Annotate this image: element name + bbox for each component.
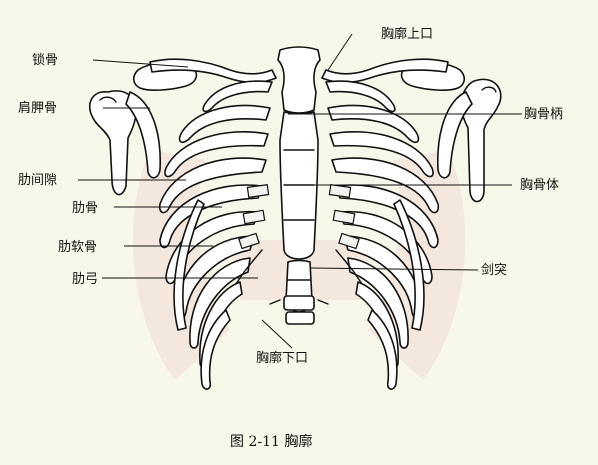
label-rib: 肋骨 bbox=[72, 201, 98, 216]
leader-lines bbox=[78, 33, 522, 349]
label-sternum-body: 胸骨体 bbox=[520, 178, 559, 193]
label-manubrium: 胸骨柄 bbox=[524, 107, 563, 122]
costal-cartilages bbox=[235, 183, 363, 285]
label-clavicle: 锁骨 bbox=[32, 52, 58, 68]
label-costal-cartilage: 肋软骨 bbox=[58, 240, 97, 255]
vertebrae bbox=[269, 295, 329, 325]
label-scapula: 肩胛骨 bbox=[18, 100, 57, 116]
sternum bbox=[277, 46, 321, 313]
labels: 锁骨 肩胛骨 肋间隙 肋骨 肋软骨 肋弓 胸廓上口 胸骨柄 胸骨体 剑突 胸廓下… bbox=[18, 26, 563, 366]
right-ribs bbox=[325, 80, 440, 390]
label-costal-arch: 肋弓 bbox=[72, 272, 98, 287]
manubrium-shape bbox=[277, 46, 321, 114]
label-superior-aperture: 胸廓上口 bbox=[381, 26, 433, 42]
label-xiphoid: 剑突 bbox=[481, 262, 507, 278]
label-intercostal-space: 肋间隙 bbox=[18, 173, 57, 188]
label-inferior-aperture: 胸廓下口 bbox=[256, 350, 308, 366]
clavicles bbox=[149, 58, 449, 84]
figure-caption: 图 2-11 胸廓 bbox=[230, 433, 312, 450]
